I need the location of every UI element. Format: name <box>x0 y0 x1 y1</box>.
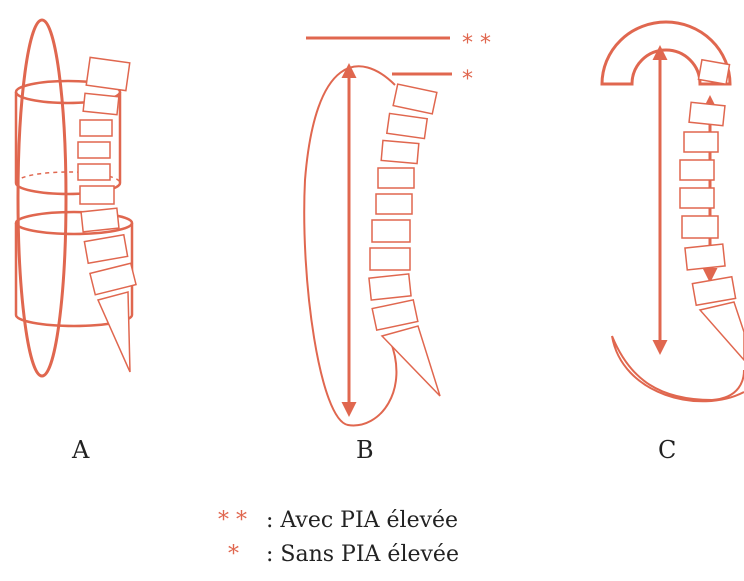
marker-high-pressure: * * <box>462 31 491 56</box>
panel-c-spine <box>680 60 744 360</box>
panel-label-a: A <box>72 436 89 464</box>
legend-text-low: : Sans PIA élevée <box>266 542 459 567</box>
legend-item-low: *: Sans PIA élevée <box>218 542 459 567</box>
panel-b-spine <box>369 84 440 396</box>
panel-c-bottom-arc <box>612 336 744 401</box>
panel-label-c: C <box>658 436 676 464</box>
legend-item-high: * *: Avec PIA élevée <box>218 508 458 533</box>
marker-low-pressure: * <box>462 67 473 92</box>
legend-text-high: : Avec PIA élevée <box>266 508 458 533</box>
panel-a-abdominal-ellipse <box>18 20 66 376</box>
legend-symbol-low: * <box>218 542 266 567</box>
legend-symbol-high: * * <box>218 508 266 533</box>
panel-label-b: B <box>356 436 374 464</box>
